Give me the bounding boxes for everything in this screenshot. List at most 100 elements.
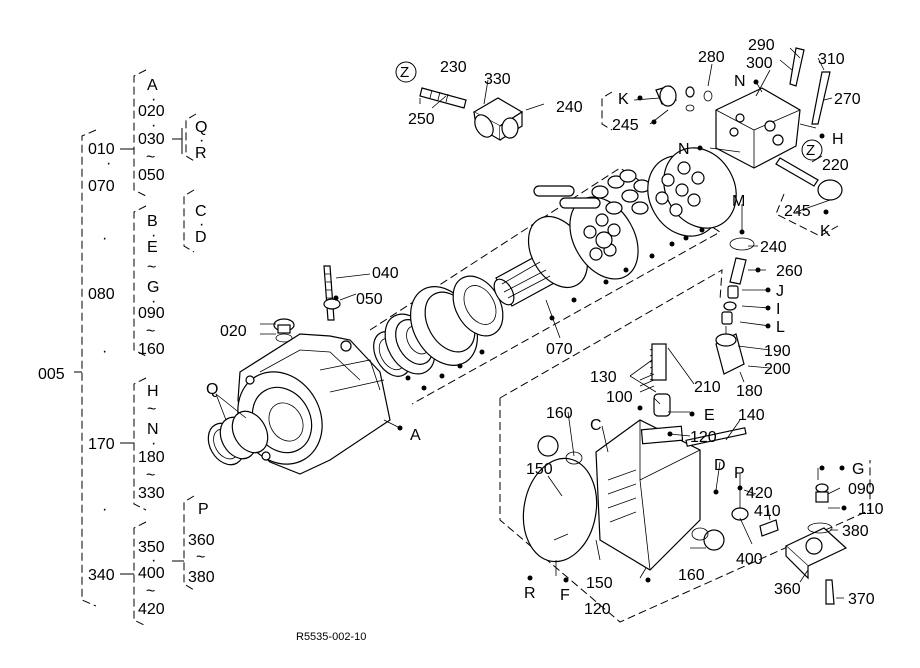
svg-text:~: ~ (147, 259, 156, 276)
callout-360: 360 (774, 581, 801, 598)
tree-item: H (147, 383, 159, 400)
callout-220: 220 (822, 157, 849, 174)
tree-item: Q (195, 119, 207, 136)
callout-230: 230 (440, 59, 467, 76)
callout-110: 110 (858, 501, 884, 518)
callout-280: 280 (698, 49, 725, 66)
callout-300: 300 (746, 55, 773, 72)
callout-z: Z (806, 142, 815, 159)
callout-200: 200 (764, 361, 791, 378)
port-block (522, 419, 747, 571)
tree-item: N (147, 421, 159, 438)
svg-text:·: · (102, 230, 107, 247)
callout-j: J (776, 283, 784, 300)
callout-h: H (832, 131, 844, 148)
callout-labels: Z 230 330 250 240 K 245 280 290 300 310 … (206, 37, 884, 618)
svg-text:·: · (151, 91, 156, 108)
tree-item: 350 (138, 539, 165, 556)
tree-group-code: 010 (88, 141, 115, 158)
tree-item: G (147, 279, 159, 296)
callout-090: 090 (848, 481, 875, 498)
tree-item: B (147, 213, 158, 230)
svg-text:·: · (106, 155, 111, 172)
tree-item: 360 (188, 532, 215, 549)
callout-160: 160 (678, 567, 705, 584)
callout-160: 160 (546, 405, 573, 422)
tree-item: E (147, 239, 158, 256)
callout-k: K (618, 91, 629, 108)
spring-assembly (639, 343, 671, 417)
cylinder-block (647, 147, 737, 237)
tree-item: 160 (138, 341, 165, 358)
svg-text:·: · (151, 293, 156, 310)
callout-c: C (590, 417, 602, 434)
callout-e: E (704, 407, 715, 424)
pistons (533, 169, 651, 215)
retainer-plate (569, 196, 639, 280)
svg-text:~: ~ (196, 549, 205, 566)
callout-m: M (732, 193, 745, 210)
tree-item: D (195, 229, 207, 246)
callout-120: 120 (690, 429, 717, 446)
svg-text:~: ~ (146, 583, 155, 600)
tree-group-code: 080 (88, 286, 115, 303)
callout-330: 330 (484, 71, 511, 88)
plug-020 (273, 318, 295, 343)
callout-f: F (560, 587, 570, 604)
callout-290: 290 (748, 37, 775, 54)
callout-400: 400 (736, 551, 763, 568)
callout-i: I (776, 301, 780, 318)
relief-valve-parts (715, 237, 755, 375)
callout-245: 245 (612, 117, 639, 134)
tree-item: 420 (138, 601, 165, 618)
tree-root-code: 005 (38, 366, 65, 383)
svg-text:·: · (151, 435, 156, 452)
callout-d: D (714, 457, 726, 474)
tree-item: C (195, 203, 207, 220)
tree-item: 380 (188, 569, 215, 586)
callout-210: 210 (694, 379, 721, 396)
figure-code: R5535-002-10 (296, 631, 366, 643)
solenoid-valve (419, 87, 524, 142)
bearing-stack (373, 275, 504, 377)
callout-020: 020 (220, 323, 247, 340)
tree-group-code: 340 (88, 567, 115, 584)
tree-item: A (147, 77, 158, 94)
callout-240: 240 (556, 99, 583, 116)
tree-group-code-end: 070 (88, 178, 115, 195)
callout-n: N (678, 141, 690, 158)
callout-420: 420 (746, 485, 773, 502)
tree-item: P (198, 501, 209, 518)
callout-370: 370 (848, 591, 875, 608)
leader-lines (215, 47, 844, 599)
tree-item: 090 (138, 305, 165, 322)
callout-140: 140 (738, 407, 765, 424)
callout-260: 260 (776, 263, 803, 280)
callout-z: Z (400, 64, 409, 81)
tree-item: 330 (138, 485, 165, 502)
svg-text:·: · (151, 552, 156, 569)
callout-n: N (734, 73, 746, 90)
tree-item: R (195, 145, 207, 162)
callout-245: 245 (784, 203, 811, 220)
hierarchy-tree: 005 010 · 070 A · 020 · 030 ~ 050 Q · R … (38, 69, 215, 627)
tree-group-code: 170 (88, 436, 115, 453)
callout-150: 150 (586, 575, 613, 592)
callout-r: R (524, 585, 536, 602)
svg-text:~: ~ (146, 149, 155, 166)
callout-240: 240 (760, 239, 787, 256)
cover-plate (731, 483, 848, 605)
tree-item: 050 (138, 167, 165, 184)
seal-rings-q (207, 410, 269, 466)
bolt-040 (323, 265, 341, 321)
tree-item: 020 (138, 103, 165, 120)
callout-l: L (776, 319, 785, 336)
callout-410: 410 (754, 503, 781, 520)
svg-text:~: ~ (147, 401, 156, 418)
svg-text:·: · (199, 216, 204, 233)
callout-250: 250 (408, 111, 435, 128)
callout-g: G (852, 461, 864, 478)
tree-item: 400 (138, 565, 165, 582)
